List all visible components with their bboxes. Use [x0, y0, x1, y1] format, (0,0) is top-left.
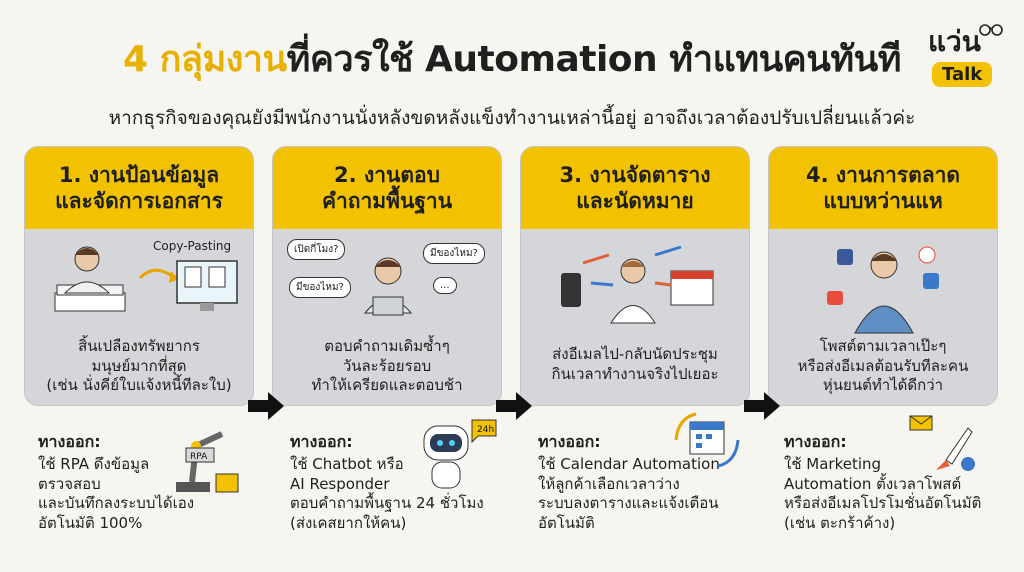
card-scheduling: 3. งานจัดตาราง และนัดหมาย ส่งอีเมลไป-กลั… — [520, 146, 750, 406]
24h-label: 24h — [477, 425, 494, 435]
rpa-label: RPA — [190, 452, 208, 462]
card-title: 4. งานการตลาด แบบหว่านแห — [769, 147, 997, 229]
card-title: 1. งานป้อนข้อมูล และจัดการเอกสาร — [25, 147, 253, 229]
card-desc: ส่งอีเมลไป-กลับนัดประชุม กินเวลาทำงานจริ… — [551, 345, 719, 383]
solution-text: ใช้ RPA ดึงข้อมูล ตรวจสอบ และบันทึกลงระบ… — [38, 455, 195, 532]
question-bubble: มีของไหม? — [289, 277, 351, 298]
solution-text: ใช้ Calendar Automation ให้ลูกค้าเลือกเว… — [538, 455, 720, 532]
solution-label: ทางออก: — [38, 432, 101, 451]
chatbot-robot-icon: 24h — [414, 414, 504, 502]
copy-paste-illustration — [54, 246, 238, 312]
question-bubble: ... — [433, 277, 457, 294]
card-data-entry: 1. งานป้อนข้อมูล และจัดการเอกสาร Copy-Pa… — [24, 146, 254, 406]
brand-logo: แว่น Talk — [926, 18, 1006, 98]
solution-4: ทางออก: ใช้ Marketing Automation ตั้งเวล… — [784, 430, 1014, 533]
solution-label: ทางออก: — [290, 432, 353, 451]
solution-3: ทางออก: ใช้ Calendar Automation ให้ลูกค้… — [538, 430, 768, 533]
card-title: 2. งานตอบ คำถามพื้นฐาน — [273, 147, 501, 229]
solution-2: ทางออก: ใช้ Chatbot หรือ AI Responder ตอ… — [290, 430, 520, 533]
solution-text: ใช้ Marketing Automation ตั้งเวลาโพสต์ ห… — [784, 455, 982, 532]
rocket-icon — [906, 410, 986, 484]
brand-word: แว่น — [928, 25, 981, 58]
solution-1: ทางออก: ใช้ RPA ดึงข้อมูล ตรวจสอบ และบัน… — [38, 430, 268, 533]
subtitle: หากธุรกิจของคุณยังมีพนักงานนั่งหลังขดหลั… — [108, 107, 916, 129]
question-bubble: มีของไหม? — [423, 243, 485, 264]
solution-label: ทางออก: — [538, 432, 601, 451]
page-title: 4 กลุ่มงานที่ควรใช้ Automation ทำแทนคนทั… — [0, 30, 1024, 87]
arrow-right-icon — [744, 392, 780, 420]
brand-pill: Talk — [932, 62, 993, 87]
title-highlight: 4 กลุ่มงาน — [123, 39, 287, 80]
card-desc: สิ้นเปลืองทรัพยากร มนุษย์มากที่สุด (เช่น… — [46, 337, 232, 394]
stressed-worker-illustration — [363, 257, 413, 316]
card-basic-questions: 2. งานตอบ คำถามพื้นฐาน เปิดกี่โมง? มีของ… — [272, 146, 502, 406]
robot-arm-icon: RPA — [166, 416, 246, 504]
question-bubble: เปิดกี่โมง? — [287, 239, 346, 260]
title-rest: ที่ควรใช้ Automation ทำแทนคนทันที — [286, 39, 902, 80]
glasses-icon — [979, 24, 1003, 36]
card-desc: โพสต์ตามเวลาเป๊ะๆ หรือส่งอีเมลต้อนรับทีล… — [797, 337, 969, 394]
solution-label: ทางออก: — [784, 432, 847, 451]
copy-pasting-tag: Copy-Pasting — [153, 239, 232, 253]
scheduling-illustration — [561, 245, 714, 324]
calendar-sync-icon — [668, 410, 748, 474]
card-marketing: 4. งานการตลาด แบบหว่านแห โพสต์ตามเวลาเป๊… — [768, 146, 998, 406]
card-title: 3. งานจัดตาราง และนัดหมาย — [521, 147, 749, 229]
solution-text: ใช้ Chatbot หรือ AI Responder ตอบคำถามพื… — [290, 455, 484, 532]
arrow-right-icon — [496, 392, 532, 420]
social-marketing-illustration — [827, 246, 939, 334]
arrow-right-icon — [248, 392, 284, 420]
card-desc: ตอบคำถามเดิมซ้ำๆ วันละร้อยรอบ ทำให้เครีย… — [311, 337, 463, 394]
